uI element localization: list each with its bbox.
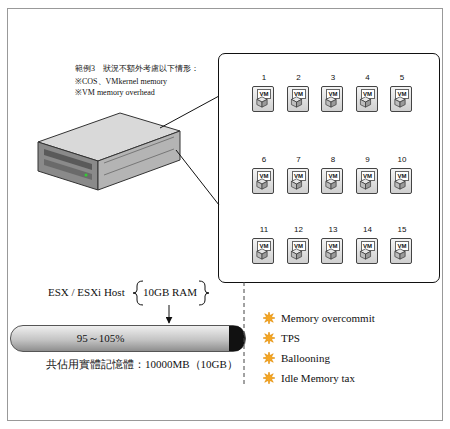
usage-label: 共佔用實體記憶體：10000MB（10GB） <box>46 357 238 372</box>
vm-box: 4VM <box>356 86 378 112</box>
vm-label: VM <box>395 171 409 181</box>
vm-label: VM <box>292 241 306 251</box>
bracket <box>199 281 209 305</box>
callout-number: 5 <box>385 73 419 82</box>
vm-label: VM <box>395 241 409 251</box>
callout-number: 9 <box>351 155 385 164</box>
pointer-arrow <box>169 305 170 323</box>
note-heading: 範例3 狀況不額外考慮以下情形： <box>75 63 199 74</box>
vm-label: VM <box>361 171 375 181</box>
callout-number: 14 <box>351 225 385 234</box>
vm-label: VM <box>257 241 271 251</box>
callout-line <box>160 96 219 128</box>
vm-box: 7VM <box>287 168 309 194</box>
vm-label: VM <box>292 171 306 181</box>
server-illustration <box>38 113 180 190</box>
vm-box: 11VM <box>252 238 274 264</box>
vm-label: VM <box>326 171 340 181</box>
callout-number: 8 <box>316 155 350 164</box>
callout-number: 1 <box>247 73 281 82</box>
ram-label: 10GB RAM <box>143 286 197 298</box>
note-item: ※COS、VMkernel memory <box>75 75 167 87</box>
vm-label: VM <box>326 89 340 99</box>
legend-text: TPS <box>281 332 300 344</box>
vm-box: 8VM <box>321 168 343 194</box>
legend-star <box>262 311 276 325</box>
host-label: ESX / ESXi Host <box>48 286 125 298</box>
legend-text: Ballooning <box>281 352 330 364</box>
note-item: ※VM memory overhead <box>75 86 155 97</box>
callout-number: 11 <box>247 225 281 234</box>
callout-number: 6 <box>247 155 281 164</box>
vm-box: 13VM <box>321 238 343 264</box>
legend-item: Idle Memory tax <box>262 371 355 385</box>
vm-box: 14VM <box>356 238 378 264</box>
legend-item: TPS <box>262 331 300 345</box>
vm-box: 1VM <box>252 86 274 112</box>
vm-label: VM <box>257 171 271 181</box>
vm-label: VM <box>326 241 340 251</box>
vm-label: VM <box>395 89 409 99</box>
vm-label: VM <box>361 241 375 251</box>
vm-label: VM <box>257 89 271 99</box>
vm-box: 9VM <box>356 168 378 194</box>
vm-box: 5VM <box>390 86 412 112</box>
vm-container: 1VM2VM3VM4VM5VM6VM7VM8VM9VM10VM11VM12VM1… <box>218 53 440 283</box>
callout-number: 3 <box>316 73 350 82</box>
callout-line <box>176 150 219 205</box>
callout-number: 2 <box>282 73 316 82</box>
callout-number: 10 <box>385 155 419 164</box>
legend-item: Ballooning <box>262 351 330 365</box>
legend-star <box>262 351 276 365</box>
legend-text: Memory overcommit <box>281 312 375 324</box>
legend-item: Memory overcommit <box>262 311 375 325</box>
vm-box: 2VM <box>287 86 309 112</box>
vm-box: 12VM <box>287 238 309 264</box>
callout-number: 4 <box>351 73 385 82</box>
callout-number: 12 <box>282 225 316 234</box>
vm-box: 15VM <box>390 238 412 264</box>
frame <box>8 9 443 421</box>
memory-bar: 95～105% <box>10 325 246 352</box>
vm-label: VM <box>292 89 306 99</box>
callout-number: 7 <box>282 155 316 164</box>
vm-label: VM <box>361 89 375 99</box>
legend-text: Idle Memory tax <box>281 372 355 384</box>
legend-star <box>262 371 276 385</box>
vm-box: 6VM <box>252 168 274 194</box>
bracket <box>133 281 143 305</box>
callout-number: 13 <box>316 225 350 234</box>
vm-box: 10VM <box>390 168 412 194</box>
vm-box: 3VM <box>321 86 343 112</box>
legend-star <box>262 331 276 345</box>
callout-number: 15 <box>385 225 419 234</box>
bar-label: 95～105% <box>77 331 125 346</box>
